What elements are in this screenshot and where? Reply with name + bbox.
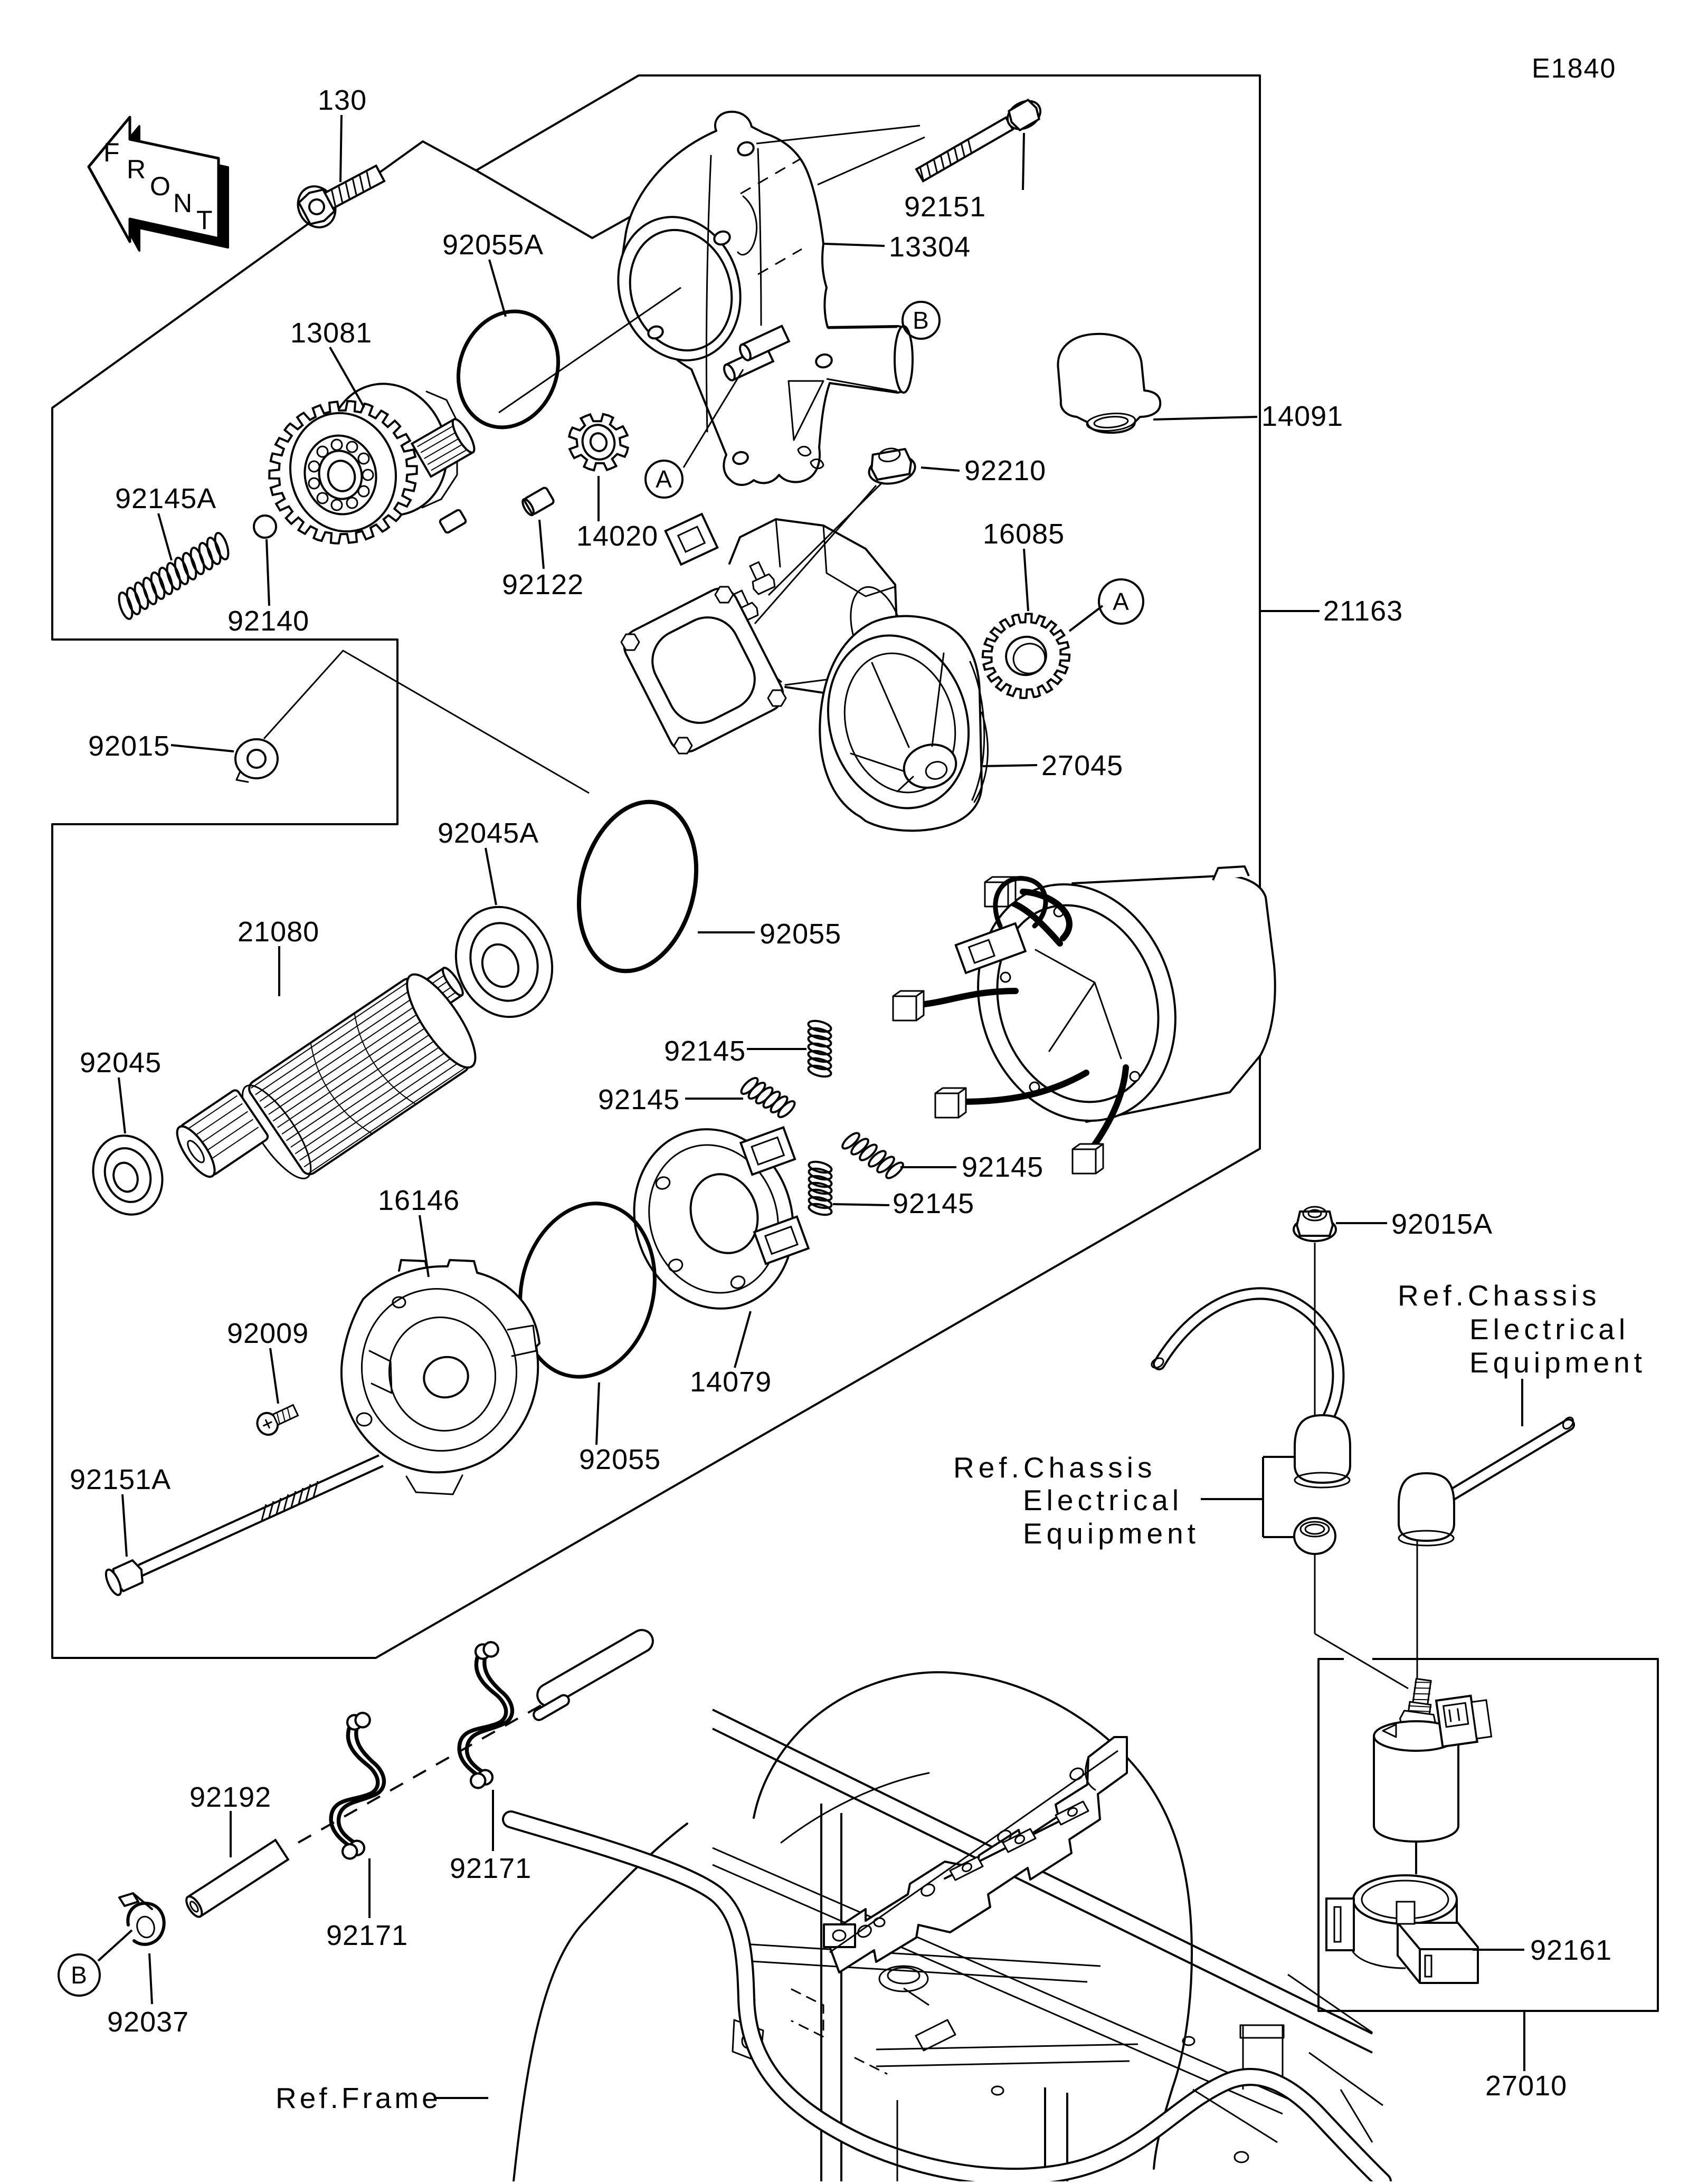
- svg-text:13081: 13081: [290, 317, 372, 349]
- svg-text:130: 130: [318, 84, 367, 116]
- svg-text:A: A: [656, 465, 672, 493]
- svg-text:92210: 92210: [964, 455, 1046, 487]
- svg-text:92145: 92145: [962, 1151, 1043, 1183]
- svg-text:14079: 14079: [690, 1366, 772, 1398]
- svg-text:21080: 21080: [238, 916, 319, 948]
- svg-text:92037: 92037: [107, 2006, 189, 2038]
- svg-text:A: A: [1113, 588, 1130, 615]
- svg-text:Ref.Chassis: Ref.Chassis: [953, 1451, 1156, 1484]
- svg-text:21163: 21163: [1323, 595, 1403, 627]
- svg-text:B: B: [71, 1961, 88, 1989]
- svg-text:Ref.Chassis: Ref.Chassis: [1398, 1279, 1600, 1312]
- svg-text:27010: 27010: [1485, 2070, 1567, 2102]
- svg-text:16146: 16146: [378, 1185, 460, 1216]
- svg-text:14091: 14091: [1261, 400, 1343, 432]
- svg-text:B: B: [913, 307, 929, 334]
- svg-text:27045: 27045: [1041, 750, 1123, 781]
- svg-text:13304: 13304: [889, 231, 971, 263]
- svg-text:92161: 92161: [1530, 1934, 1612, 1966]
- svg-text:92192: 92192: [189, 1781, 271, 1813]
- svg-text:92055A: 92055A: [442, 229, 544, 261]
- svg-text:O: O: [150, 171, 171, 201]
- svg-text:92145: 92145: [893, 1188, 974, 1219]
- svg-text:Electrical: Electrical: [1469, 1313, 1629, 1346]
- svg-text:T: T: [196, 205, 213, 235]
- svg-text:92145: 92145: [598, 1084, 680, 1115]
- svg-text:92015: 92015: [88, 730, 170, 762]
- svg-text:92171: 92171: [326, 1920, 408, 1951]
- svg-text:92145A: 92145A: [115, 483, 216, 514]
- svg-text:92055: 92055: [760, 918, 841, 950]
- svg-text:16085: 16085: [983, 518, 1065, 550]
- svg-text:92015A: 92015A: [1391, 1208, 1493, 1240]
- svg-text:14020: 14020: [576, 520, 658, 552]
- svg-text:92171: 92171: [450, 1853, 532, 1884]
- svg-text:N: N: [173, 188, 193, 218]
- svg-text:92122: 92122: [502, 569, 584, 600]
- svg-text:92151: 92151: [904, 191, 986, 223]
- svg-text:Equipment: Equipment: [1023, 1517, 1200, 1550]
- svg-text:Equipment: Equipment: [1469, 1346, 1646, 1379]
- svg-text:92055: 92055: [579, 1444, 661, 1475]
- svg-text:92009: 92009: [227, 1318, 309, 1349]
- svg-text:92151A: 92151A: [70, 1464, 171, 1495]
- svg-text:F: F: [103, 138, 120, 167]
- svg-text:R: R: [127, 155, 146, 184]
- svg-text:Ref.Frame: Ref.Frame: [276, 2082, 441, 2114]
- svg-text:92045A: 92045A: [438, 817, 539, 849]
- svg-text:E1840: E1840: [1532, 53, 1616, 84]
- svg-text:92145: 92145: [664, 1035, 746, 1067]
- svg-text:92140: 92140: [227, 605, 309, 637]
- svg-text:92045: 92045: [80, 1047, 162, 1079]
- svg-text:Electrical: Electrical: [1023, 1484, 1183, 1517]
